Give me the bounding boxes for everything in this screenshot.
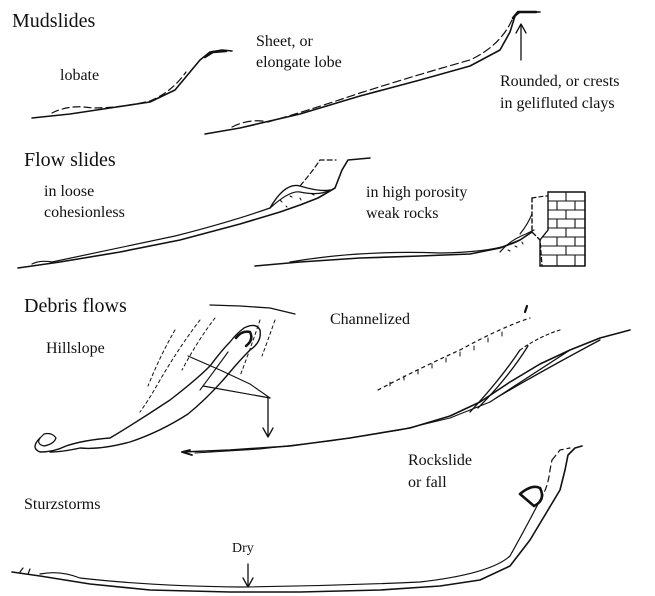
sturzstorm-pointer-arrow xyxy=(243,564,253,587)
sheet-label-line2: elongate lobe xyxy=(256,53,342,72)
debris-flows-heading: Debris flows xyxy=(24,294,127,318)
hillslope-label: Hillslope xyxy=(46,339,105,358)
mudslides-heading: Mudslides xyxy=(12,9,95,33)
debris-pointer-arrow xyxy=(263,398,273,437)
dry-label: Dry xyxy=(232,541,254,558)
porosity-label-line2: weak rocks xyxy=(366,204,438,223)
sturzstorm-sketch xyxy=(12,446,582,592)
rockslide-label-line1: Rockslide xyxy=(408,451,472,470)
debris-hillslope-sketch xyxy=(35,305,295,452)
mudslide-pointer-arrow xyxy=(516,24,526,60)
lobate-label: lobate xyxy=(60,66,99,85)
rounded-label-line1: Rounded, or crests xyxy=(500,72,620,91)
channelized-label: Channelized xyxy=(330,310,410,329)
sheet-label-line1: Sheet, or xyxy=(256,32,313,51)
loose-label-line2: cohesionless xyxy=(44,203,125,222)
mudslide-sheet-sketch xyxy=(205,12,540,134)
loose-label-line1: in loose xyxy=(44,182,94,201)
rockslide-label-line2: or fall xyxy=(408,473,447,492)
rounded-label-line2: in gelifluted clays xyxy=(500,94,615,113)
flow-slides-heading: Flow slides xyxy=(24,148,116,172)
porosity-label-line1: in high porosity xyxy=(366,183,467,202)
sturzstorms-heading: Sturzstorms xyxy=(24,495,100,514)
